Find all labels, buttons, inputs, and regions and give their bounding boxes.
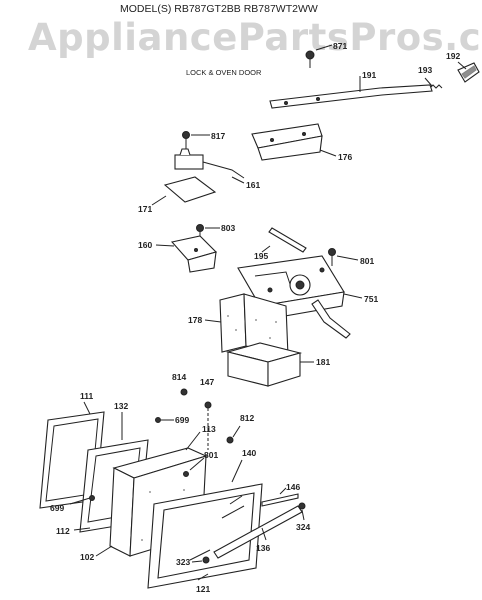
label-146[interactable]: 146 <box>286 482 300 492</box>
part-324-screw[interactable] <box>298 502 306 510</box>
part-171-insulator[interactable] <box>163 176 217 203</box>
part-140-door-frame[interactable] <box>147 483 263 589</box>
part-147-clip[interactable] <box>204 401 212 450</box>
label-181[interactable]: 181 <box>316 357 330 367</box>
part-181-block[interactable] <box>225 342 303 387</box>
label-699-upper[interactable]: 699 <box>175 415 189 425</box>
label-195[interactable]: 195 <box>254 251 268 261</box>
part-178-insulation[interactable] <box>219 293 289 357</box>
label-102[interactable]: 102 <box>80 552 94 562</box>
label-147[interactable]: 147 <box>200 377 214 387</box>
part-751-lock-assembly[interactable] <box>237 255 351 339</box>
label-178[interactable]: 178 <box>188 315 202 325</box>
part-195-rod[interactable] <box>268 227 307 253</box>
label-751[interactable]: 751 <box>364 294 378 304</box>
label-812[interactable]: 812 <box>240 413 254 423</box>
label-113[interactable]: 113 <box>202 424 216 434</box>
label-176[interactable]: 176 <box>338 152 352 162</box>
part-191-lock-rod[interactable] <box>269 84 433 109</box>
part-812-screw[interactable] <box>226 436 234 444</box>
label-132[interactable]: 132 <box>114 401 128 411</box>
part-699-screw-upper[interactable] <box>155 417 161 423</box>
part-801-screw[interactable] <box>328 248 336 267</box>
part-871-screw[interactable] <box>305 50 315 68</box>
part-801-screw-lower[interactable] <box>183 471 189 477</box>
label-140[interactable]: 140 <box>242 448 256 458</box>
section-title: LOCK & OVEN DOOR <box>186 68 262 77</box>
part-817-screw[interactable] <box>182 131 190 151</box>
part-176-bracket[interactable] <box>251 123 323 161</box>
label-192[interactable]: 192 <box>446 51 460 61</box>
label-161[interactable]: 161 <box>246 180 260 190</box>
part-192-knob[interactable] <box>457 62 480 83</box>
part-161-switch[interactable] <box>174 148 245 179</box>
part-814-screw[interactable] <box>180 388 188 396</box>
label-324[interactable]: 324 <box>296 522 310 532</box>
label-121[interactable]: 121 <box>196 584 210 594</box>
label-817[interactable]: 817 <box>211 131 225 141</box>
model-numbers: MODEL(S) RB787GT2BB RB787WT2WW <box>120 3 318 15</box>
label-871[interactable]: 871 <box>333 41 347 51</box>
label-136[interactable]: 136 <box>256 543 270 553</box>
label-801-upper[interactable]: 801 <box>360 256 374 266</box>
part-160-bracket[interactable] <box>170 235 218 273</box>
part-323-screw[interactable] <box>202 556 210 564</box>
watermark: AppliancePartsPros.com <box>28 16 482 59</box>
label-803[interactable]: 803 <box>221 223 235 233</box>
part-146-trim[interactable] <box>261 493 299 507</box>
label-193[interactable]: 193 <box>418 65 432 75</box>
label-171[interactable]: 171 <box>138 204 152 214</box>
label-191[interactable]: 191 <box>362 70 376 80</box>
part-699-screw-lower[interactable] <box>89 495 95 501</box>
label-323[interactable]: 323 <box>176 557 190 567</box>
label-112[interactable]: 112 <box>56 526 70 536</box>
label-160[interactable]: 160 <box>138 240 152 250</box>
label-699-lower[interactable]: 699 <box>50 503 64 513</box>
label-814[interactable]: 814 <box>172 372 186 382</box>
label-801-lower[interactable]: 801 <box>204 450 218 460</box>
label-111[interactable]: 111 <box>80 391 94 401</box>
